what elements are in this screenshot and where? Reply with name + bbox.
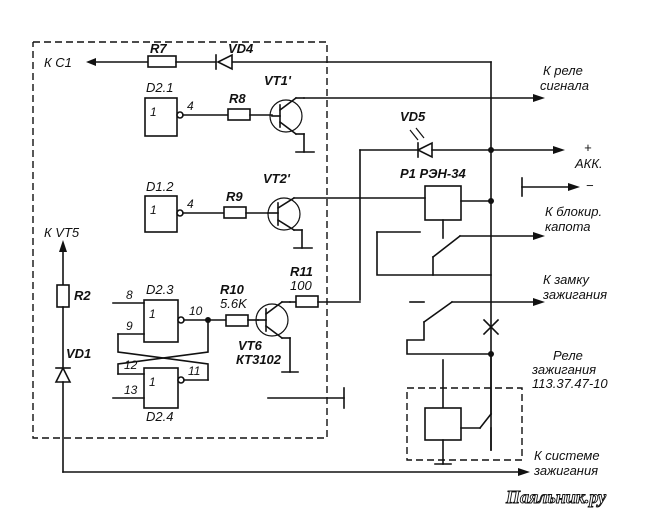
d12-gate [144,195,178,233]
r11-value: 100 [290,278,312,293]
r2-label: R2 [74,288,91,303]
d21-gate [144,97,178,137]
d23-pin10: 10 [189,304,203,318]
r9-label: R9 [226,189,243,204]
blok-label-1: К блокир. [545,204,602,219]
r11-label: R11 [290,264,313,279]
kvt5-label: К VT5 [44,225,80,240]
d23-pin9: 9 [126,319,133,333]
top-line [86,55,492,451]
rele-signala-label-2: сигнала [540,78,589,93]
d23-gate [143,299,179,343]
d23-pin8: 8 [126,288,133,302]
d12-pin: 4 [187,197,194,211]
vt1-transistor [269,96,315,153]
r9-resistor [223,206,247,219]
minus-sign: − [586,178,594,193]
d24-gate [143,367,179,409]
p1-relay-coil [424,185,462,221]
rele-zaz-label-3: 113.37.47-10 [532,376,608,391]
d24-pin13: 13 [124,383,138,397]
r7-label: R7 [150,41,167,56]
r8-label: R8 [229,91,246,106]
vt6-type: КТ3102 [236,352,282,367]
r10-label: R10 [220,282,245,297]
d24-gate-type: 1 [149,375,156,389]
r10-value: 5.6K [220,296,248,311]
zamok-label-1: К замку [543,272,590,287]
blok-label-2: капота [545,219,591,234]
d24-pin11: 11 [188,364,200,378]
r11-resistor [295,295,319,308]
kc1-label: К С1 [44,55,72,70]
d12-label: D1.2 [146,179,174,194]
vd1-diode-symbol [54,366,72,383]
vd5-label: VD5 [400,109,426,124]
vt1-label: VT1' [264,73,292,88]
d21-label: D2.1 [146,80,173,95]
vt6-transistor [255,300,299,373]
ignition-lock-contact [406,298,545,355]
r8-resistor [227,108,251,121]
vd5-led-symbol [409,127,433,159]
d12-gate-type: 1 [150,203,157,217]
vd1-label: VD1 [66,346,91,361]
p1-label: Р1 РЭН-34 [400,166,466,181]
d23-gate-type: 1 [149,307,156,321]
akk-label: АКК. [574,156,603,171]
relay-boundary [406,387,523,461]
d21-gate-type: 1 [150,105,157,119]
vt6-label: VT6 [238,338,263,353]
r10-resistor [225,314,249,327]
flipflop-cross-coupling [117,319,209,381]
vt2-label: VT2' [263,171,291,186]
rele-signala-label-1: К реле [543,63,583,78]
rele-zaz-label-1: Реле [553,348,583,363]
r2-resistor [56,284,70,308]
vt2-transistor [267,196,426,249]
vd4-diode-symbol [215,53,233,71]
d24-label: D2.4 [146,409,173,424]
ignition-relay-coil [424,407,462,441]
zamok-label-2: зажигания [542,287,607,302]
sistema-label-2: зажигания [533,463,598,478]
d24-pin12: 12 [124,358,138,372]
vd4-label: VD4 [228,41,254,56]
hood-block-contact [376,231,545,276]
module-boundary [32,41,328,439]
rele-zaz-label-2: зажигания [531,362,596,377]
site-watermark: Паяльник.ру [505,487,607,507]
plus-sign: + [584,140,592,155]
d21-pin: 4 [187,99,194,113]
sistema-label-1: К системе [534,448,600,463]
d23-label: D2.3 [146,282,174,297]
